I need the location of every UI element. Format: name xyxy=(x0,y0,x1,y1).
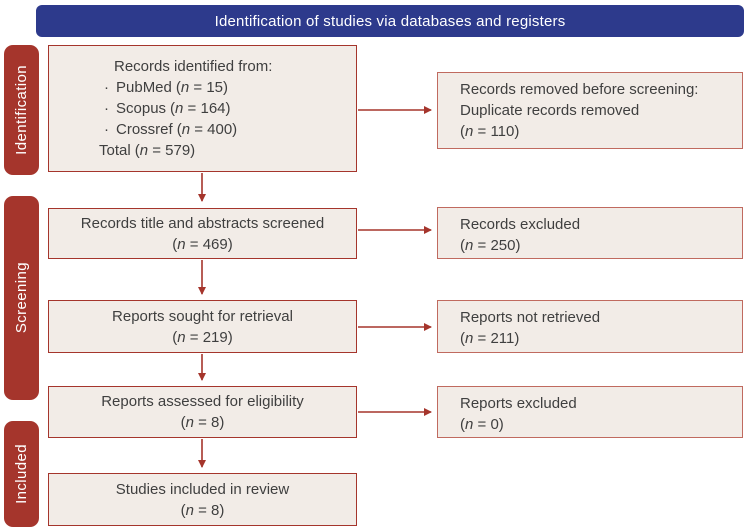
box-studies-included: Studies included in review (n = 8) xyxy=(48,473,357,526)
box-reports-excluded: Reports excluded (n = 0) xyxy=(437,386,743,438)
source-pubmed: ·PubMed(n = 15) xyxy=(104,79,229,96)
diagram-title: Identification of studies via databases … xyxy=(214,12,566,30)
records-identified-total: Total(n = 579) xyxy=(99,142,196,159)
source-scopus: ·Scopus(n = 164) xyxy=(104,100,231,117)
screened-count: (n = 469) xyxy=(172,235,233,253)
records-identified-heading: Records identified from: xyxy=(114,58,273,75)
records-excluded-count: (n = 250) xyxy=(460,237,521,254)
box-reports-not-retrieved: Reports not retrieved (n = 211) xyxy=(437,300,743,353)
sought-label: Reports sought for retrieval xyxy=(112,307,293,325)
box-records-screened: Records title and abstracts screened (n … xyxy=(48,208,357,259)
source-crossref: ·Crossref(n = 400) xyxy=(104,121,238,138)
box-records-excluded: Records excluded (n = 250) xyxy=(437,207,743,259)
not-retrieved-count: (n = 211) xyxy=(460,330,520,347)
stage-label-included: Included xyxy=(4,421,39,527)
sought-count: (n = 219) xyxy=(172,328,233,346)
reports-excluded-count: (n = 0) xyxy=(460,416,504,433)
stage-label-identification: Identification xyxy=(4,45,39,175)
screened-label: Records title and abstracts screened xyxy=(80,214,325,232)
box-records-removed-before-screening: Records removed before screening: Duplic… xyxy=(437,72,743,149)
removed-line1: Records removed before screening: xyxy=(460,81,699,98)
records-excluded-label: Records excluded xyxy=(460,216,581,233)
removed-count: (n = 110) xyxy=(460,123,520,140)
included-label: Studies included in review xyxy=(115,480,290,498)
reports-excluded-label: Reports excluded xyxy=(460,395,577,412)
box-reports-sought: Reports sought for retrieval (n = 219) xyxy=(48,300,357,353)
box-records-identified: Records identified from: ·PubMed(n = 15)… xyxy=(48,45,357,172)
assessed-count: (n = 8) xyxy=(180,414,225,431)
diagram-title-banner: Identification of studies via databases … xyxy=(36,5,744,37)
not-retrieved-label: Reports not retrieved xyxy=(460,309,601,326)
stage-label-screening: Screening xyxy=(4,196,39,400)
removed-line2: Duplicate records removed xyxy=(460,102,640,119)
assessed-label: Reports assessed for eligibility xyxy=(101,393,304,410)
box-reports-assessed: Reports assessed for eligibility (n = 8) xyxy=(48,386,357,438)
included-count: (n = 8) xyxy=(180,501,225,519)
